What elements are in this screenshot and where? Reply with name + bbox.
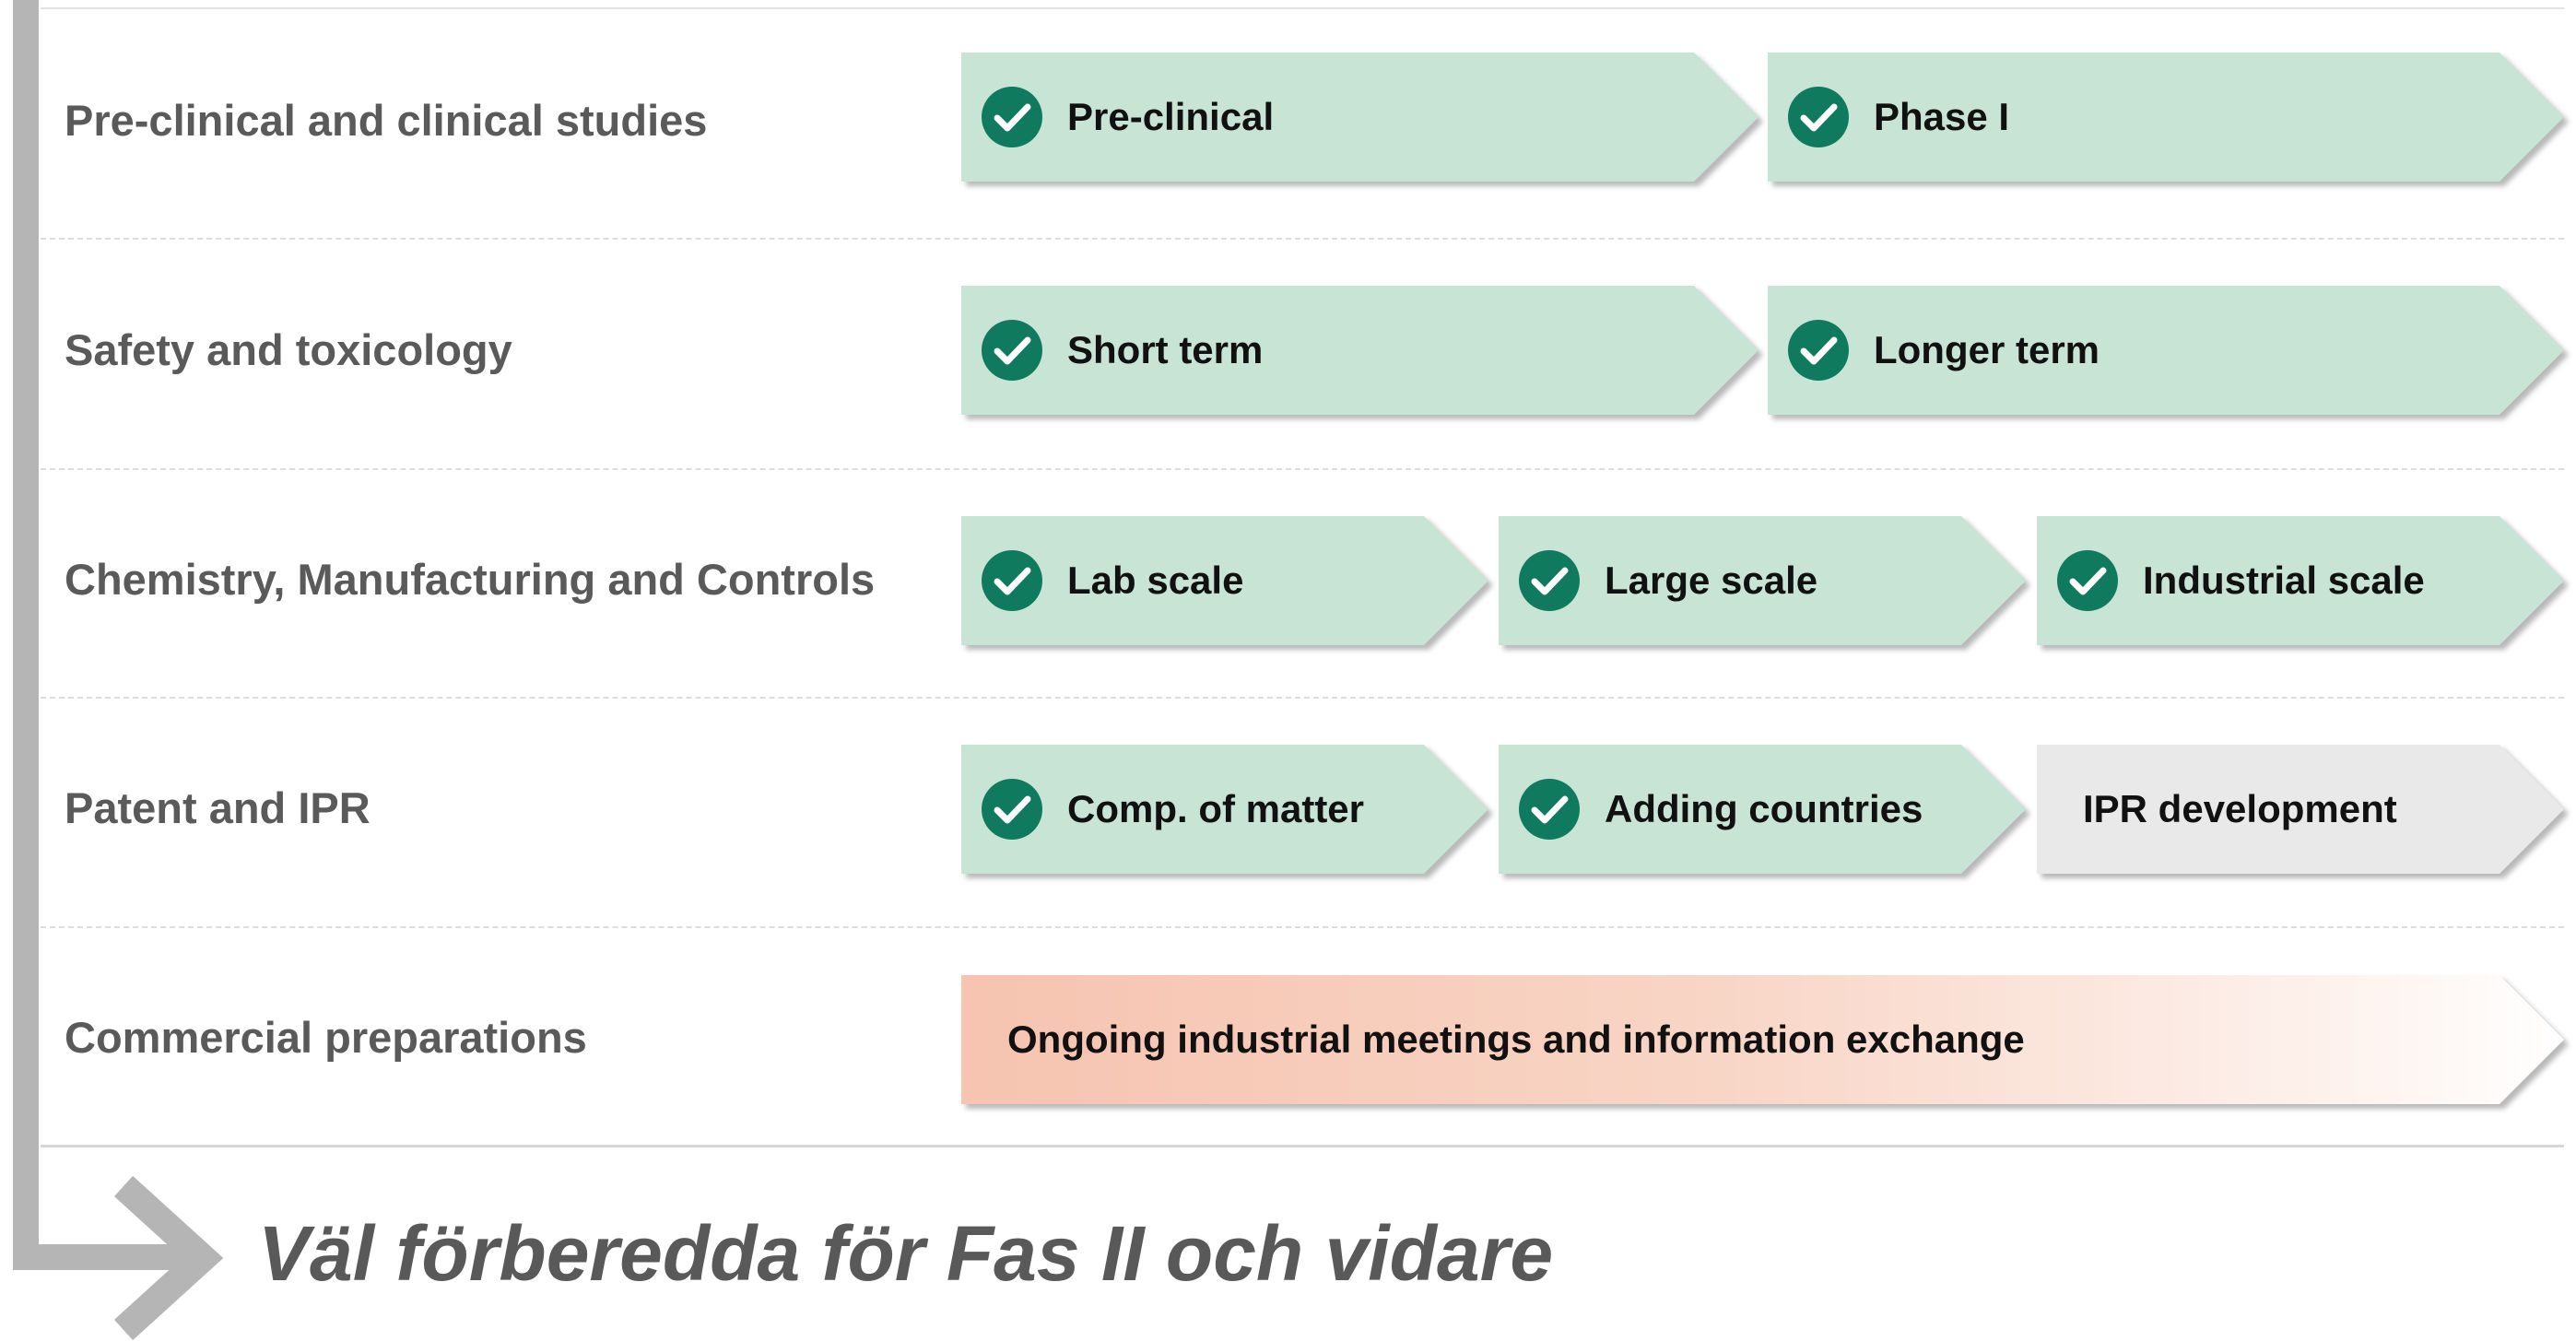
row-label: Chemistry, Manufacturing and Controls (65, 555, 876, 604)
check-circle-icon (982, 550, 1042, 611)
check-circle-icon (2057, 550, 2118, 611)
check-circle-icon (982, 320, 1042, 381)
stage-chevron: Industrial scale (2037, 516, 2564, 645)
chevron-shape (1499, 745, 2026, 874)
conclusion-text: Väl förberedda för Fas II och vidare (258, 1210, 1554, 1297)
stage-chevron: Pre-clinical (961, 53, 1759, 182)
stage-label: Pre-clinical (1067, 95, 1275, 138)
stage-chevron: Ongoing industrial meetings and informat… (961, 975, 2564, 1104)
row-label: Commercial preparations (65, 1013, 587, 1062)
chevron-shape (961, 286, 1759, 415)
stage-chevron: Adding countries (1499, 745, 2026, 874)
stage-label: Lab scale (1067, 559, 1244, 602)
row-separator (41, 238, 2564, 240)
stage-label: Phase I (1874, 95, 2010, 138)
stage-chevron: Lab scale (961, 516, 1488, 645)
stage-label: Adding countries (1605, 787, 1923, 830)
check-circle-icon (1788, 87, 1849, 147)
check-circle-icon (1519, 550, 1580, 611)
chevron-shape (961, 745, 1488, 874)
stage-label: IPR development (2083, 787, 2397, 830)
stage-label: Industrial scale (2143, 559, 2425, 602)
row-label: Safety and toxicology (65, 325, 512, 374)
stage-chevron: Large scale (1499, 516, 2026, 645)
bracket-vertical-bar (13, 0, 39, 1270)
chevron-shape (1768, 286, 2564, 415)
check-circle-icon (1519, 779, 1580, 840)
bottom-border (41, 1145, 2564, 1147)
stage-label: Short term (1067, 328, 1264, 371)
chevron-shape (1499, 516, 2026, 645)
bracket-arrow-icon (113, 1175, 224, 1341)
stage-chevron: Phase I (1768, 53, 2564, 182)
chevron-shape (2037, 745, 2564, 874)
top-border (41, 7, 2564, 9)
row-separator (41, 697, 2564, 699)
row-label: Pre-clinical and clinical studies (65, 96, 708, 145)
bracket-horizontal-bar (13, 1244, 188, 1270)
row-label: Patent and IPR (65, 783, 371, 832)
chevron-shape (961, 516, 1488, 645)
chevron-shape (1768, 53, 2564, 182)
check-circle-icon (1788, 320, 1849, 381)
chevron-shape (961, 975, 2564, 1104)
stage-chevron: Short term (961, 286, 1759, 415)
chevron-shape (961, 53, 1759, 182)
stage-chevron: Comp. of matter (961, 745, 1488, 874)
check-circle-icon (982, 87, 1042, 147)
check-circle-icon (982, 779, 1042, 840)
stage-label: Large scale (1605, 559, 1818, 602)
stage-label: Longer term (1874, 328, 2100, 371)
chevron-shape (2037, 516, 2564, 645)
row-separator (41, 926, 2564, 928)
stage-label: Comp. of matter (1067, 787, 1365, 830)
stage-label: Ongoing industrial meetings and informat… (1007, 1018, 2025, 1061)
stage-chevron: Longer term (1768, 286, 2564, 415)
stage-chevron: IPR development (2037, 745, 2564, 874)
row-separator (41, 468, 2564, 470)
